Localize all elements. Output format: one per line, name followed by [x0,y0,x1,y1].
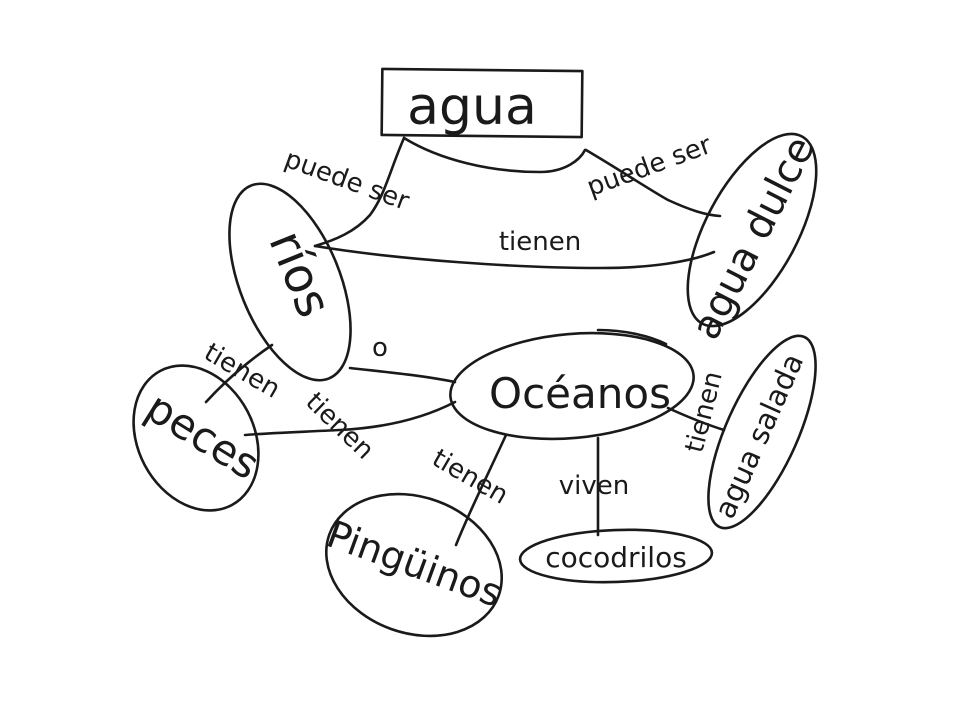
line-rios-oceanos [348,366,457,384]
node-oceanos: Océanos [449,331,695,441]
line-oceanos-top-stroke [596,328,668,346]
line-rios-peces [204,343,274,404]
node-oceanos-shape [449,331,695,441]
link-oceanos-pinguinos-label: tienen [427,443,513,510]
link-rios-agua-dulce-label: tienen [499,227,581,257]
line-oceanos-pinguinos [454,433,508,547]
link-rios-oceanos-label: o [372,333,388,363]
node-agua: agua [380,67,584,139]
node-peces-label: peces [137,382,268,489]
node-cocodrilos-label: cocodrilos [545,541,687,574]
node-rios-label: ríos [257,223,342,325]
line-agua-outline-curve [402,136,587,174]
line-agua-rios [313,136,406,248]
node-oceanos-label: Océanos [489,369,671,418]
node-agua-box [380,67,584,139]
line-rios-agua-dulce [313,244,716,270]
link-oceanos-peces-label: tienen [300,387,380,466]
line-oceanos-peces [243,400,457,437]
connector-lines [204,136,726,547]
node-agua-label: agua [407,77,537,137]
node-pinguinos-shape [324,492,504,638]
line-oceanos-agua-salada [666,406,726,432]
link-oceanos-cocodrilos-label: viven [559,471,629,501]
node-cocodrilos: cocodrilos [518,528,714,584]
node-cocodrilos-shape [518,528,714,584]
line-agua-agua-dulce [584,148,722,218]
node-peces-shape [132,364,260,512]
link-oceanos-agua-salada-label: tienen [680,368,729,455]
node-agua-salada-shape [707,334,817,530]
node-agua-dulce-shape [686,132,818,328]
link-agua-dulce-label: puede ser [583,130,716,203]
node-rios-shape [228,182,352,382]
